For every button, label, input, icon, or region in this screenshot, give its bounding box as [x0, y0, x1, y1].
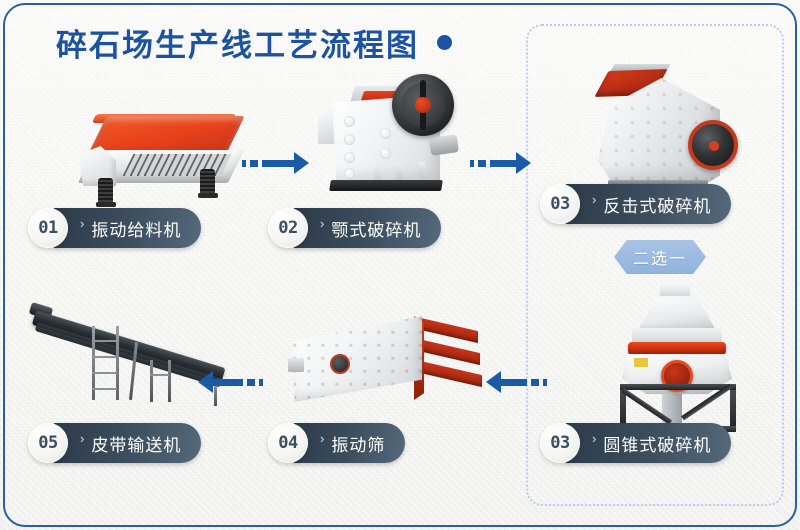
sidebar-item-step-04[interactable]: 04 › 振动筛: [268, 423, 406, 463]
step-plate-02[interactable]: › 颚式破碎机: [277, 208, 442, 248]
sidebar-item-step-05[interactable]: 05 › 皮带输送机: [28, 423, 202, 463]
chevron-right-icon: ›: [592, 430, 597, 446]
alternative-label: 二选一: [632, 249, 687, 268]
step-plate-01[interactable]: › 振动给料机: [37, 208, 202, 248]
step-number-05: 05: [28, 423, 68, 463]
alternative-group-box: [526, 24, 784, 506]
arrow-jaw-to-impact: [470, 152, 531, 174]
step-label-01: 振动给料机: [91, 220, 182, 241]
chevron-right-icon: ›: [80, 215, 85, 231]
step-plate-03-cone[interactable]: › 圆锥式破碎机: [549, 423, 732, 463]
sidebar-item-step-03-cone[interactable]: 03 › 圆锥式破碎机: [540, 423, 732, 463]
belt-conveyor-image: [28, 300, 238, 418]
step-number-01: 01: [28, 208, 68, 248]
step-plate-03-impact[interactable]: › 反击式破碎机: [549, 184, 732, 224]
step-number-03-cone: 03: [540, 423, 580, 463]
chevron-right-icon: ›: [320, 215, 325, 231]
chevron-right-icon: ›: [592, 191, 597, 207]
step-label-05: 皮带输送机: [91, 435, 182, 456]
chevron-right-icon: ›: [80, 430, 85, 446]
sidebar-item-step-02[interactable]: 02 › 颚式破碎机: [268, 208, 442, 248]
vibrating-feeder-image: [70, 112, 250, 207]
arrow-cone-to-screen: [486, 371, 547, 393]
chevron-right-icon: ›: [320, 430, 325, 446]
alternative-badge: 二选一: [614, 240, 706, 274]
step-label-03-impact: 反击式破碎机: [603, 196, 712, 217]
step-number-03-impact: 03: [540, 184, 580, 224]
arrow-feeder-to-jaw: [242, 152, 309, 174]
title-dot-icon: [437, 35, 452, 50]
step-number-04: 04: [268, 423, 308, 463]
step-label-03-cone: 圆锥式破碎机: [603, 435, 712, 456]
jaw-crusher-image: [318, 62, 468, 204]
step-plate-05[interactable]: › 皮带输送机: [37, 423, 202, 463]
sidebar-item-step-01[interactable]: 01 › 振动给料机: [28, 208, 202, 248]
step-label-04: 振动筛: [331, 435, 386, 456]
cone-crusher-image: [600, 284, 760, 436]
impact-crusher-image: [572, 54, 748, 194]
vibrating-screen-image: [288, 302, 488, 420]
page-title: 碎石场生产线工艺流程图: [56, 20, 452, 65]
step-plate-04[interactable]: › 振动筛: [277, 423, 406, 463]
step-number-02: 02: [268, 208, 308, 248]
arrow-screen-to-belt: [198, 371, 263, 393]
sidebar-item-step-03-impact[interactable]: 03 › 反击式破碎机: [540, 184, 732, 224]
page-title-text: 碎石场生产线工艺流程图: [56, 28, 419, 64]
step-label-02: 颚式破碎机: [331, 220, 422, 241]
